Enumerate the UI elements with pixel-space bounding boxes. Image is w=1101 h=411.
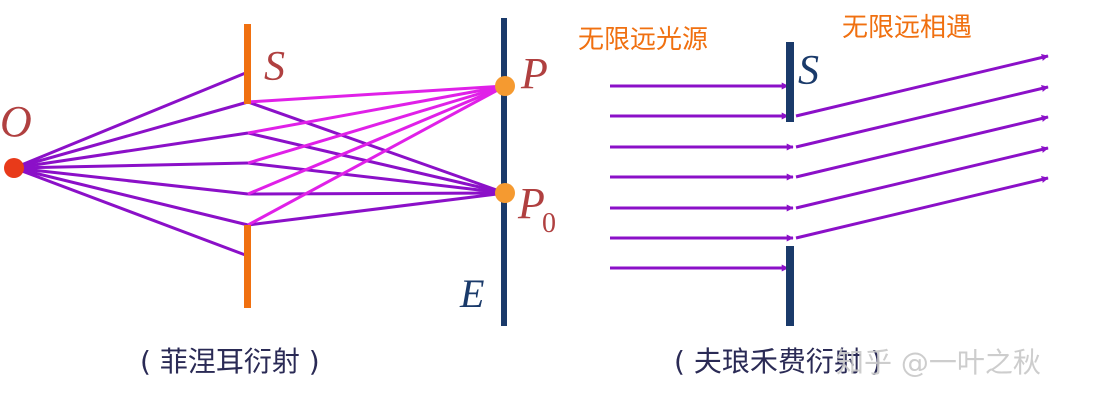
ray-o-5 — [13, 166, 249, 196]
point-p — [495, 76, 515, 96]
label-s-fresnel: S — [264, 44, 285, 90]
fraunhofer-incident-rays — [610, 82, 794, 272]
infinite-source-label: 无限远光源 — [578, 25, 708, 55]
fresnel-slit-lower — [244, 225, 251, 308]
ray-p-5 — [247, 84, 506, 227]
fraunhofer-slit-upper — [786, 42, 794, 122]
ray-o-3 — [13, 131, 249, 170]
fraunhofer-slit-lower — [786, 246, 794, 326]
fresnel-caption: ( 菲涅耳衍射 ) — [140, 345, 320, 378]
ray-p0-2 — [247, 131, 506, 195]
label-o: O — [0, 97, 32, 146]
ray-p-1 — [247, 84, 506, 104]
fresnel-slit-upper — [244, 24, 251, 104]
label-e: E — [459, 271, 484, 316]
ray-o-1 — [13, 70, 249, 170]
watermark: 知乎 @一叶之秋 — [836, 346, 1041, 379]
ray-p0-1 — [247, 100, 506, 195]
fresnel-screen — [501, 18, 507, 326]
ray-p-3 — [247, 84, 506, 165]
diffracted-ray-1 — [795, 54, 1049, 118]
label-p0-subscript: 0 — [542, 208, 556, 239]
point-p0 — [495, 183, 515, 203]
diffracted-ray-5 — [795, 176, 1049, 240]
diffracted-ray-3 — [795, 115, 1049, 179]
fraunhofer-diagram: 无限远光源 无限远相遇 S ( 夫琅禾费衍射 ) — [578, 13, 1049, 378]
ray-p0-5 — [247, 191, 506, 227]
source-point-o — [4, 158, 24, 178]
label-s-fraunhofer: S — [798, 48, 819, 94]
fraunhofer-caption: ( 夫琅禾费衍射 ) — [674, 345, 882, 378]
ray-p-2 — [247, 84, 506, 135]
fresnel-rays-to-p — [247, 84, 506, 227]
label-p0: P — [517, 179, 545, 228]
fresnel-rays-to-p0 — [247, 100, 506, 227]
ray-o-2 — [13, 100, 249, 170]
ray-p0-3 — [247, 161, 506, 195]
label-p: P — [520, 49, 548, 98]
ray-o-7 — [13, 166, 249, 258]
fresnel-diagram: O S P P 0 E ( 菲涅耳衍射 ) — [0, 18, 556, 378]
ray-p-4 — [247, 84, 506, 196]
fraunhofer-diffracted-rays — [795, 54, 1049, 240]
ray-p0-4 — [247, 191, 506, 196]
infinite-meet-label: 无限远相遇 — [842, 13, 972, 43]
diffracted-ray-4 — [795, 146, 1049, 210]
fresnel-incident-rays — [13, 70, 249, 258]
ray-o-4 — [13, 161, 249, 170]
ray-o-6 — [13, 166, 249, 227]
diffracted-ray-2 — [795, 85, 1049, 149]
